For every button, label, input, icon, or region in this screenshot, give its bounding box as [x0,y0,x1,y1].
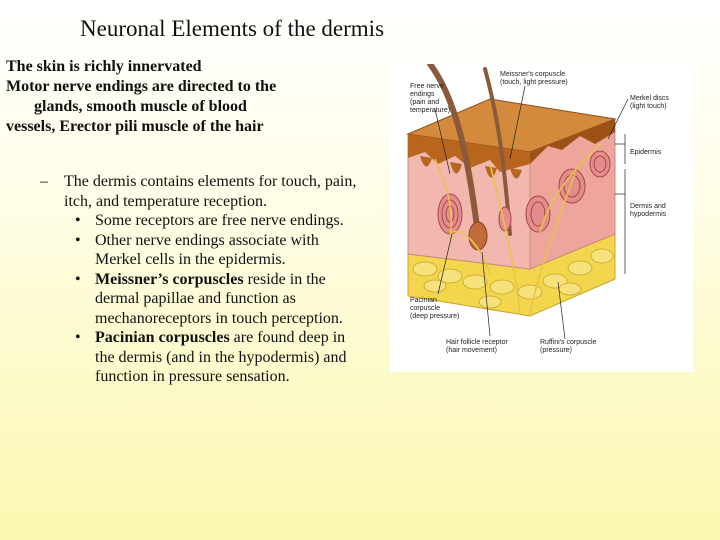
svg-text:Dermis and: Dermis and [630,203,666,210]
svg-text:(pressure): (pressure) [540,347,572,354]
figure-label-merkel: Merkel discs (light touch) [630,95,669,110]
sub-bullet-text: Some receptors are free nerve endings. [95,212,344,229]
sub-bullet: • Meissner’s corpuscles reside in the de… [75,270,362,329]
svg-text:Hair follicle receptor: Hair follicle receptor [446,339,509,346]
bullet-glyph: • [75,329,81,346]
sub-bullet-term: Meissner’s corpuscles [95,270,244,288]
svg-text:hypodermis: hypodermis [630,211,667,218]
svg-text:temperature): temperature) [410,107,450,114]
intro-line: glands, smooth muscle of blood [34,98,247,115]
skin-diagram: Free nerve endings (pain and temperature… [390,64,693,372]
sub-bullet: • Some receptors are free nerve endings. [75,211,362,231]
bullet-glyph: • [75,270,81,288]
sub-bullet: • Other nerve endings associate with Mer… [75,231,362,270]
figure-label-epidermis: Epidermis [630,149,662,156]
intro-text: The skin is richly innervated Motor nerv… [6,57,356,137]
svg-text:Free nerve: Free nerve [410,83,444,90]
sub-bullet-text: reside in the dermal papillae and functi… [95,270,343,327]
label-leaders [434,85,629,340]
svg-text:(deep pressure): (deep pressure) [410,313,459,320]
main-point: – The dermis contains elements for touch… [40,172,362,387]
sub-bullet-term: Pacinian corpuscles [95,329,230,346]
sub-bullet-list: • Some receptors are free nerve endings.… [40,211,362,387]
figure-label-pacinian: Pacinian corpuscle (deep pressure) [410,297,459,320]
main-point-text: The dermis contains elements for touch, … [64,173,357,210]
nerve-fibers [434,143,601,315]
sub-bullet-text: are found deep in the dermis (and in the… [95,329,347,385]
svg-text:(pain and: (pain and [410,99,439,106]
svg-text:Ruffini's corpuscle: Ruffini's corpuscle [540,339,597,346]
svg-text:(hair movement): (hair movement) [446,347,497,354]
bullet-glyph: • [75,231,81,249]
svg-text:endings: endings [410,91,435,98]
svg-text:Meissner's corpuscle: Meissner's corpuscle [500,71,565,78]
figure-label-meissner: Meissner's corpuscle (touch, light press… [500,71,568,86]
svg-text:(light touch): (light touch) [630,103,667,110]
svg-text:Pacinian: Pacinian [410,297,437,304]
figure-label-free-nerve: Free nerve endings (pain and temperature… [410,83,450,114]
figure-label-hair-follicle: Hair follicle receptor (hair movement) [446,339,509,354]
intro-line: vessels, Erector pili muscle of the hair [6,118,264,135]
intro-line: Motor nerve endings are directed to the [6,78,277,95]
hair-follicle [468,221,488,251]
sub-bullet-text: Other nerve endings associate with Merke… [95,231,319,269]
sub-bullet: • Pacinian corpuscles are found deep in … [75,328,362,387]
svg-text:corpuscle: corpuscle [410,305,440,312]
figure-label-ruffini: Ruffini's corpuscle (pressure) [540,339,597,354]
svg-text:Merkel discs: Merkel discs [630,95,669,102]
dash-bullet: – [40,173,48,190]
intro-line: The skin is richly innervated [6,58,202,75]
figure-label-dermis: Dermis and hypodermis [630,203,667,218]
skin-block-illustration: Free nerve endings (pain and temperature… [406,64,669,354]
bullet-glyph: • [75,212,81,229]
svg-text:(touch, light pressure): (touch, light pressure) [500,79,568,86]
slide-title: Neuronal Elements of the dermis [80,16,385,41]
